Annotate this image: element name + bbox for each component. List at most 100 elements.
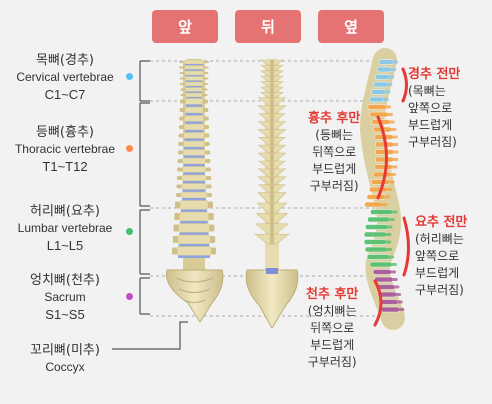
side-vertebra: [364, 246, 388, 253]
side-vertebra: [363, 239, 387, 245]
front-disc: [186, 86, 202, 88]
label-cervical-en: Cervical vertebrae: [16, 70, 114, 84]
front-vertebra: [179, 200, 209, 210]
side-vertebra: [363, 231, 387, 238]
front-vertebra: [183, 59, 205, 65]
side-vertebra: [375, 149, 394, 155]
front-disc: [185, 75, 203, 77]
side-vertebra: [370, 209, 393, 215]
front-disc: [186, 91, 202, 93]
side-vertebra: [365, 224, 388, 230]
front-disc: [183, 172, 205, 175]
front-vertebra: [184, 87, 204, 92]
front-disc: [184, 130, 204, 133]
side-vertebra: [366, 254, 390, 260]
label-lumbar-kr: 허리뼈(요추): [30, 204, 100, 219]
label-lumbar-range: L1~L5: [46, 238, 84, 253]
label-cervical-kr: 목뼈(경추): [36, 53, 94, 68]
front-vertebra: [184, 115, 205, 122]
label-sacrum: 엉치뼈(천추) Sacrum S1~S5: [0, 272, 130, 323]
curve-brackets: [373, 67, 410, 327]
label-thoracic-kr: 등뼈(흉추): [36, 125, 94, 140]
side-vertebra: [371, 179, 390, 185]
front-vertebra: [183, 123, 205, 131]
note-thoracic-title: 흉추 후만: [308, 111, 361, 126]
front-disc: [183, 155, 205, 158]
front-disc: [182, 198, 206, 201]
front-vertebra: [176, 246, 212, 256]
side-vertebra: [364, 201, 383, 208]
note-sacral-line2: 뒤쪽으로: [310, 321, 355, 335]
front-vertebra: [178, 211, 210, 222]
side-vertebra: [381, 306, 400, 313]
front-vertebra: [184, 70, 204, 76]
label-lumbar: 허리뼈(요추) Lumbar vertebrae L1~L5: [0, 203, 130, 254]
note-lumbar-line2: 앞쪽으로: [415, 249, 460, 263]
note-cervical-title: 경추 전만: [408, 67, 461, 82]
sacrum-dot: [126, 293, 133, 300]
note-sacral-line3: 부드럽게: [310, 338, 355, 352]
label-coccyx-kr: 꼬리뼈(미추): [30, 343, 100, 358]
tab-back[interactable]: 뒤: [235, 10, 301, 43]
note-lumbar-line1: (허리뼈는: [415, 232, 464, 246]
note-lumbar-line3: 부드럽게: [415, 266, 460, 280]
note-lumbar-title: 요추 전만: [415, 215, 468, 230]
label-coccyx: 꼬리뼈(미추) Coccyx: [0, 342, 130, 376]
front-vertebra: [184, 81, 204, 87]
front-vertebra: [181, 166, 207, 173]
note-thoracic-line1: (등뼈는: [315, 128, 354, 142]
label-lumbar-en: Lumbar vertebrae: [17, 221, 113, 235]
side-vertebra: [369, 186, 388, 193]
front-vertebra: [184, 76, 204, 81]
note-thoracic-line3: 부드럽게: [312, 162, 357, 176]
label-thoracic-range: T1~T12: [42, 159, 88, 174]
front-disc: [178, 255, 210, 258]
note-cervical-line2: 앞쪽으로: [408, 101, 453, 115]
tab-front[interactable]: 앞: [152, 10, 218, 43]
front-disc: [178, 244, 210, 247]
label-sacrum-kr: 엉치뼈(천추): [30, 273, 100, 288]
side-vertebra: [376, 66, 392, 73]
side-vertebra: [369, 96, 384, 103]
front-disc: [186, 97, 202, 99]
side-vertebra: [374, 276, 393, 283]
note-cervical-line1: (목뼈는: [408, 84, 446, 98]
front-disc: [179, 232, 209, 235]
front-spine: [165, 59, 224, 323]
front-vertebra: [182, 140, 206, 148]
label-cervical: 목뼈(경추) Cervical vertebrae C1~C7: [0, 52, 130, 103]
front-disc: [181, 209, 207, 212]
note-thoracic-line2: 뒤쪽으로: [312, 145, 357, 159]
side-spine: [359, 48, 405, 330]
tab-side[interactable]: 옆: [318, 10, 384, 43]
label-sacrum-range: S1~S5: [45, 307, 85, 322]
label-coccyx-en: Coccyx: [45, 360, 85, 374]
front-disc: [185, 80, 203, 82]
back-sacrum: [245, 269, 299, 329]
front-vertebra: [180, 191, 208, 199]
front-disc: [186, 104, 202, 107]
front-sacrum: [165, 269, 224, 323]
front-disc: [184, 138, 204, 141]
note-sacral-title: 천추 후만: [306, 287, 359, 302]
side-vertebra: [367, 104, 387, 110]
note-sacral-kyphosis: 천추 후만 (엉치뼈는 뒤쪽으로 부드럽게 구부러짐): [306, 286, 358, 371]
side-vertebra: [375, 74, 390, 80]
thoracic-dot: [126, 145, 133, 152]
front-vertebra: [183, 132, 205, 139]
lumbar-dot: [126, 228, 133, 235]
front-vertebra: [183, 65, 205, 70]
note-cervical-lordosis: 경추 전만 (목뼈는 앞쪽으로 부드럽게 구부러짐): [408, 66, 460, 151]
side-vertebra: [369, 261, 393, 268]
label-sacrum-en: Sacrum: [44, 290, 86, 304]
front-disc: [185, 64, 203, 66]
note-cervical-line3: 부드럽게: [408, 118, 453, 132]
side-vertebra: [372, 171, 392, 178]
back-spine: [245, 59, 299, 329]
note-cervical-line4: 구부러짐): [408, 135, 457, 149]
front-vertebra: [181, 174, 207, 182]
front-disc: [185, 113, 203, 116]
label-thoracic: 등뼈(흉추) Thoracic vertebrae T1~T12: [0, 124, 130, 175]
note-lumbar-lordosis: 요추 전만 (허리뼈는 앞쪽으로 부드럽게 구부러짐): [415, 214, 467, 299]
